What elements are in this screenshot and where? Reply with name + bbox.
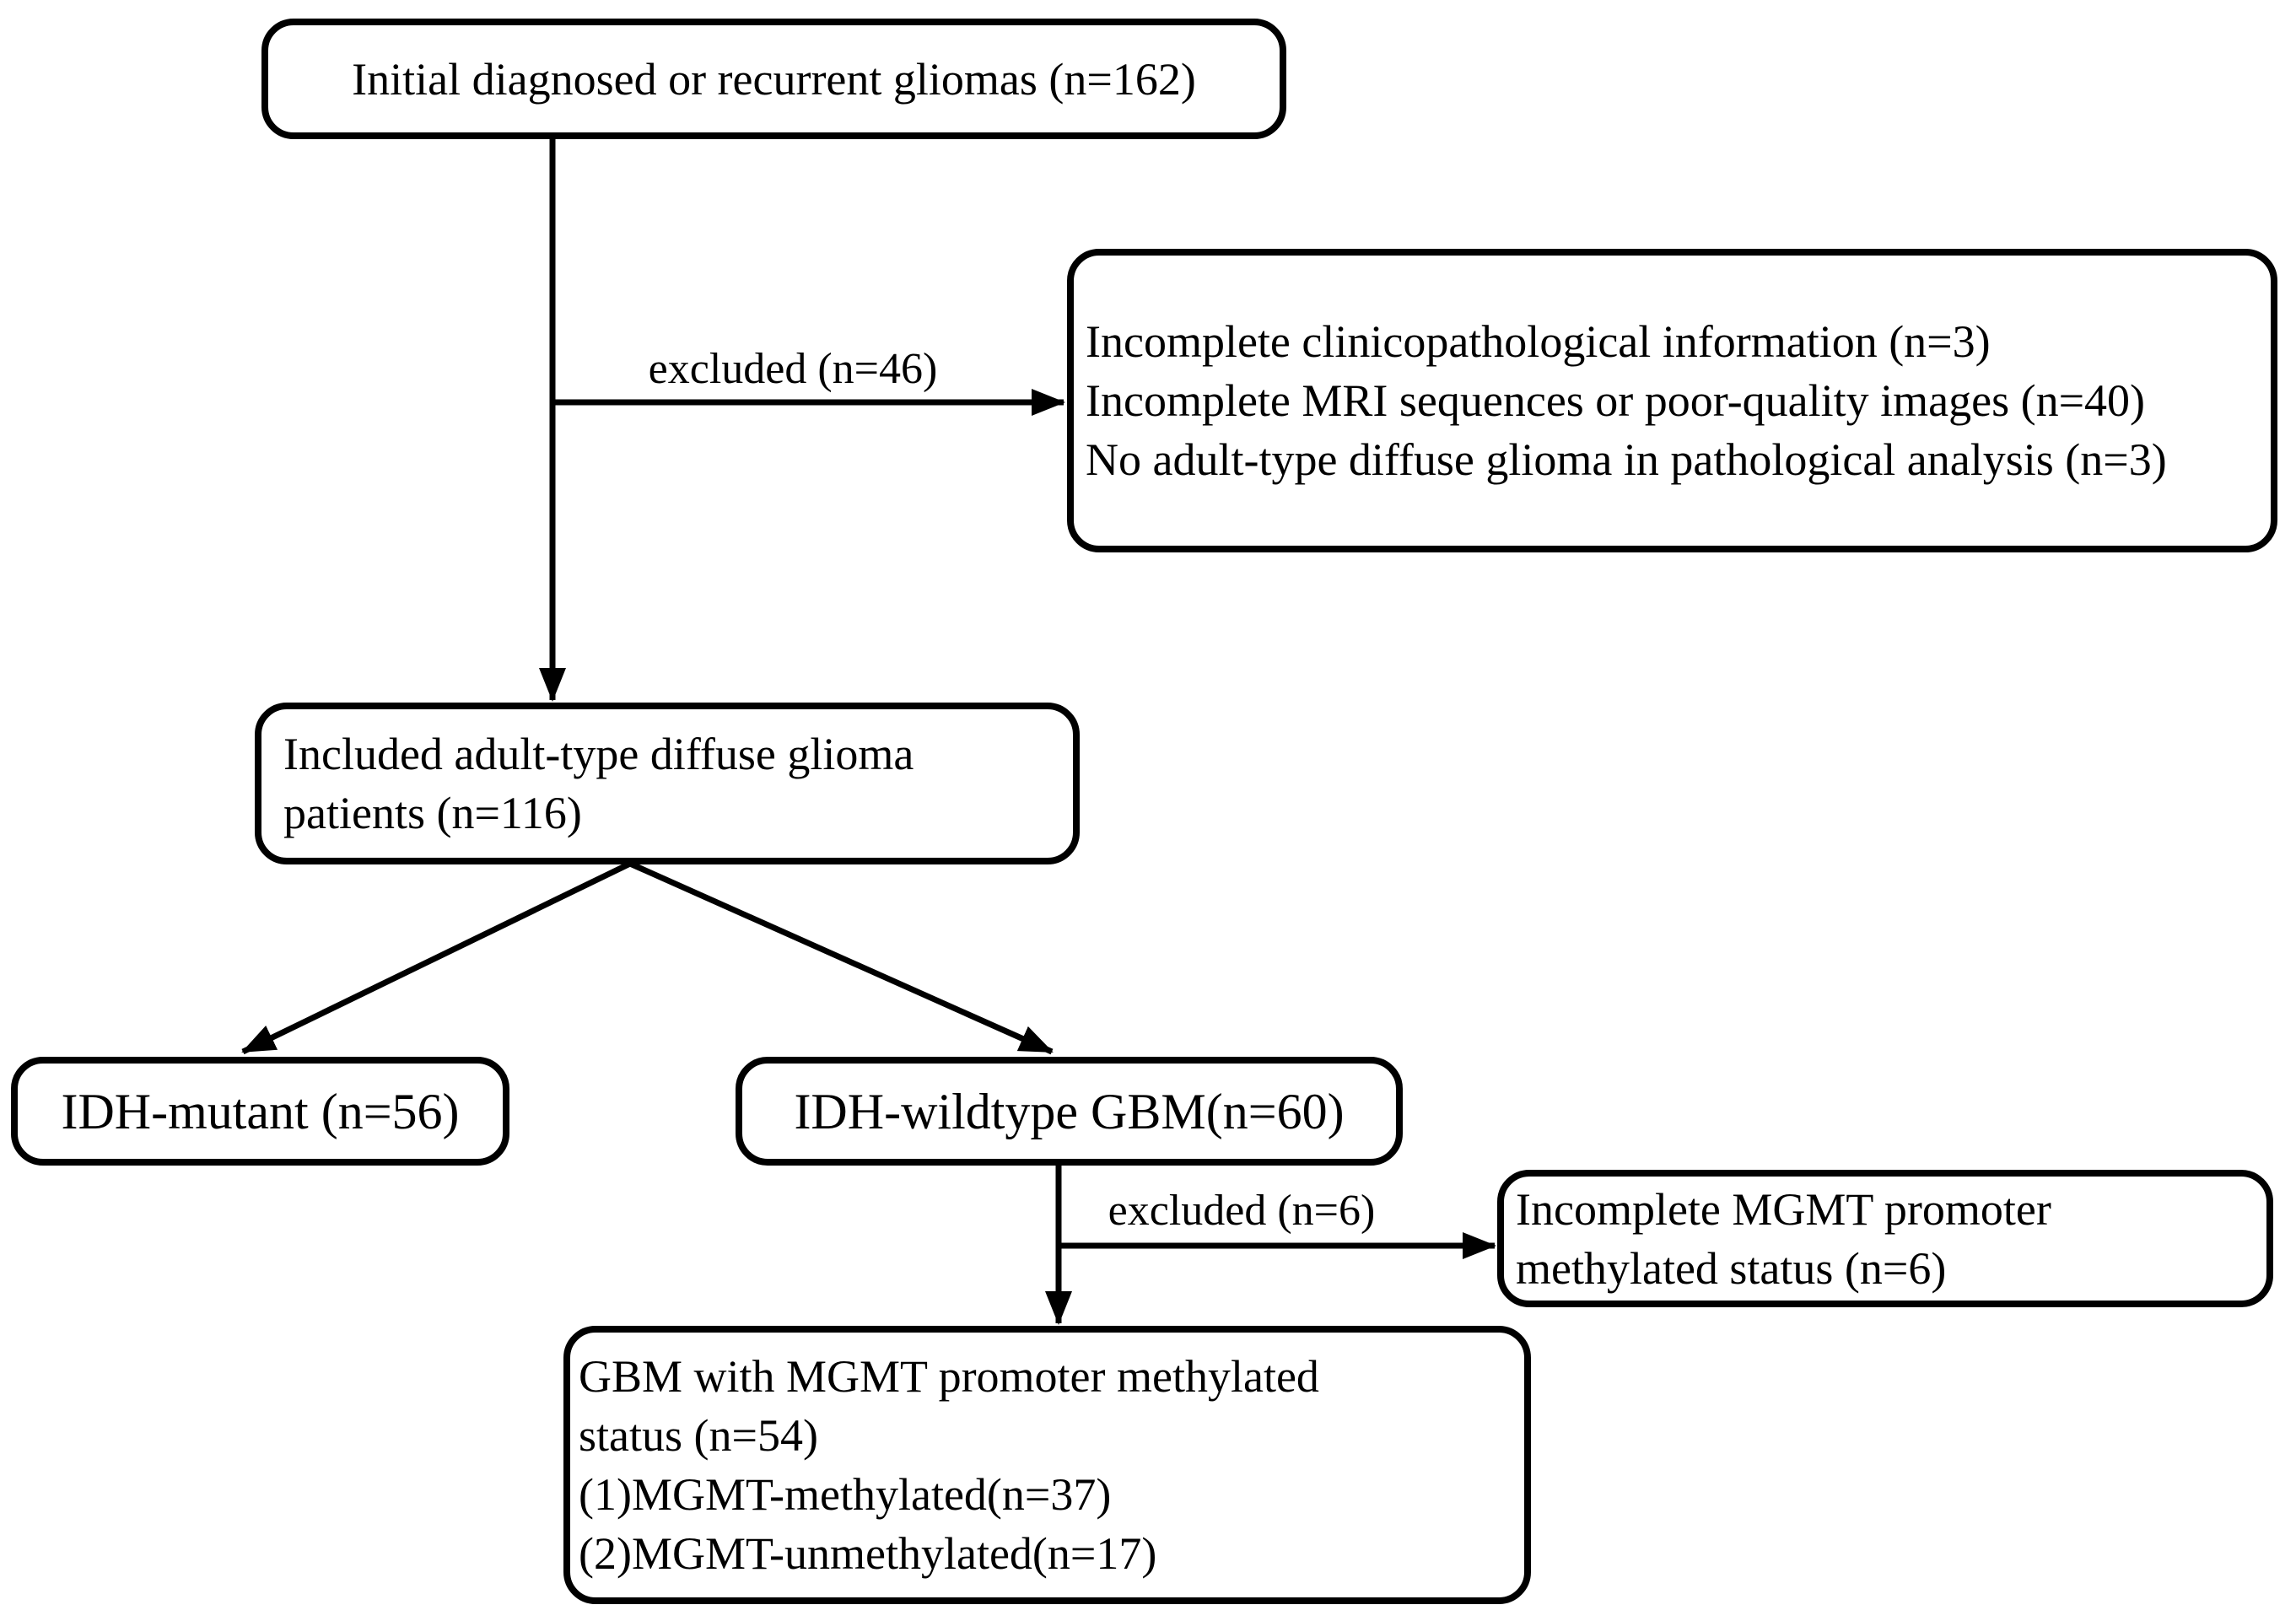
- node-idh-mutant: IDH-mutant (n=56): [11, 1057, 509, 1166]
- gbm-mgmt-status-line: status (n=54): [579, 1410, 818, 1461]
- node-gbm-mgmt-status: GBM with MGMT promoter methylated status…: [563, 1326, 1531, 1604]
- idh-mutant-text: IDH-mutant (n=56): [61, 1083, 460, 1139]
- mgmt-exclusion-line: methylated status (n=6): [1516, 1242, 1947, 1294]
- exclusion-criteria-line: Incomplete clinicopathological informati…: [1086, 316, 1991, 367]
- node-initial-gliomas: Initial diagnosed or recurrent gliomas (…: [261, 19, 1286, 139]
- node-idh-wildtype: IDH-wildtype GBM(n=60): [736, 1057, 1403, 1166]
- edge-label-excluded-6: excluded (n=6): [1108, 1187, 1376, 1235]
- gbm-mgmt-status-line: (1)MGMT-methylated(n=37): [579, 1469, 1112, 1520]
- arrow-included-to-idh-wildtype: [628, 860, 1054, 1055]
- node-exclusion-criteria: Incomplete clinicopathological informati…: [1067, 249, 2277, 552]
- node-initial-gliomas-text: Initial diagnosed or recurrent gliomas (…: [352, 53, 1196, 105]
- edge-label-excluded-46: excluded (n=46): [648, 345, 938, 393]
- exclusion-criteria-line: Incomplete MRI sequences or poor-quality…: [1086, 375, 2146, 426]
- exclusion-criteria-line: No adult-type diffuse glioma in patholog…: [1086, 434, 2167, 485]
- gbm-mgmt-status-line: GBM with MGMT promoter methylated: [579, 1351, 1319, 1402]
- included-patients-line: Included adult-type diffuse glioma: [283, 729, 914, 779]
- arrow-included-to-idh-mutant: [241, 860, 632, 1055]
- node-mgmt-exclusion: Incomplete MGMT promoter methylated stat…: [1497, 1170, 2273, 1307]
- gbm-mgmt-status-line: (2)MGMT-unmethylated(n=17): [579, 1528, 1157, 1579]
- idh-wildtype-text: IDH-wildtype GBM(n=60): [794, 1083, 1345, 1139]
- included-patients-line: patients (n=116): [283, 788, 582, 838]
- mgmt-exclusion-line: Incomplete MGMT promoter: [1516, 1183, 2051, 1235]
- node-included-patients: Included adult-type diffuse glioma patie…: [255, 703, 1080, 864]
